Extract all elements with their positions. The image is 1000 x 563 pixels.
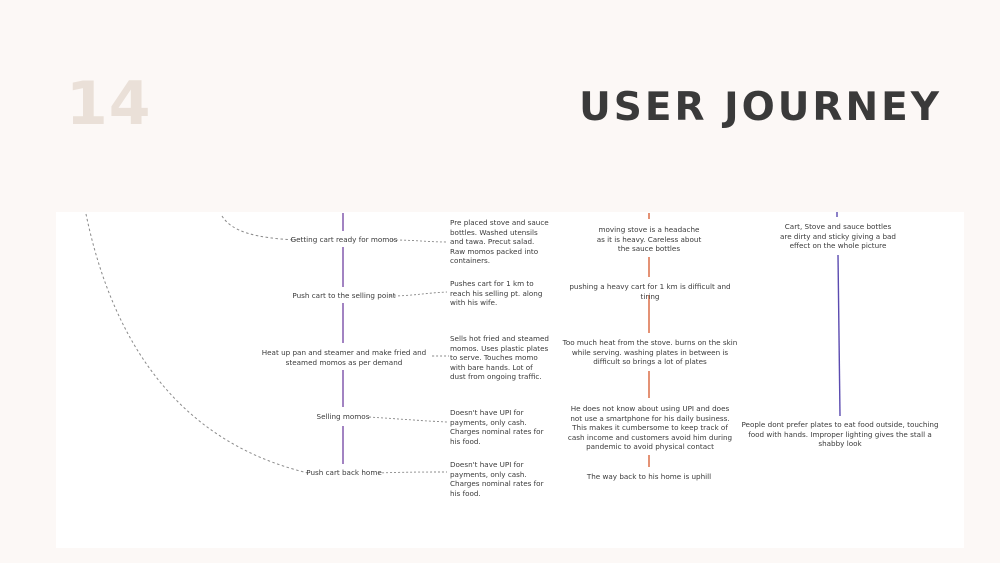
pain-note-1: moving stove is a headache as it is heav… <box>596 225 702 254</box>
step-label-3: Heat up pan and steamer and make fried a… <box>261 348 427 367</box>
inner-dashed-arc <box>221 215 297 241</box>
connector-4 <box>368 416 448 423</box>
environment-note-bottom: People dont prefer plates to eat food ou… <box>741 420 939 449</box>
connector-1 <box>391 239 448 243</box>
connector-5 <box>377 471 448 474</box>
action-note-1: Pre placed stove and sauce bottles. Wash… <box>450 218 549 266</box>
action-note-4: Doesn't have UPI for payments, only cash… <box>450 408 544 446</box>
pain-note-2: pushing a heavy cart for 1 km is difficu… <box>569 282 731 301</box>
action-note-5: Doesn't have UPI for payments, only cash… <box>450 460 544 498</box>
step-label-5: Push cart back home <box>306 468 382 477</box>
step-label-2: Push cart to the selling point <box>292 291 396 300</box>
step-label-4: Selling momos <box>316 412 370 421</box>
pain-note-3: Too much heat from the stove. burns on t… <box>562 338 738 367</box>
environment-note-top: Cart, Stove and sauce bottles are dirty … <box>780 222 896 251</box>
connector-2 <box>389 291 448 297</box>
env-line-seg-2 <box>837 254 841 417</box>
outer-dashed-arc <box>85 213 309 474</box>
action-note-3: Sells hot fried and steamed momos. Uses … <box>450 334 549 382</box>
step-label-1: Getting cart ready for momos <box>290 235 398 244</box>
pain-note-4: He does not know about using UPI and doe… <box>567 404 733 452</box>
action-note-2: Pushes cart for 1 km to reach his sellin… <box>450 279 543 308</box>
page-title: USER JOURNEY <box>579 85 942 130</box>
journey-panel <box>56 212 964 548</box>
pain-note-5: The way back to his home is uphill <box>586 472 712 481</box>
slide-number: 14 <box>66 69 152 139</box>
